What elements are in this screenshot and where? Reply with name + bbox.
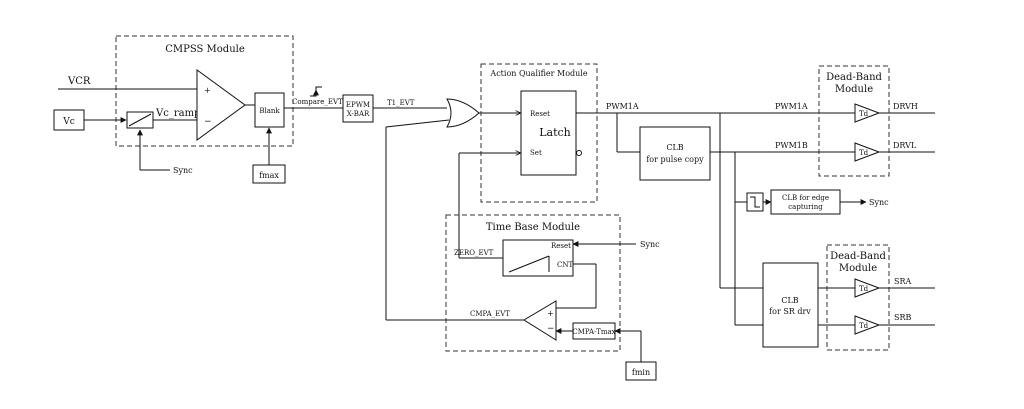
ramp-icon	[128, 113, 152, 127]
dead-band-module-top	[818, 65, 890, 177]
tb-sync-label: Sync	[640, 240, 660, 249]
svg-text:CLB: CLB	[781, 296, 798, 305]
td-buffer-drvl	[854, 142, 881, 162]
action-qualifier-frame	[480, 63, 598, 203]
svg-text:−: −	[547, 324, 555, 334]
vc-ramp-label: Vc_ramp	[155, 108, 200, 119]
or-gate	[446, 98, 480, 128]
td-buffer-srb	[854, 315, 881, 335]
cmpss-module-frame	[115, 35, 294, 147]
latch-block	[520, 90, 577, 176]
svg-text:Dead-Band: Dead-Band	[830, 251, 886, 262]
sawtooth-icon	[508, 255, 550, 273]
vcr-label: VCR	[67, 76, 91, 87]
zero-evt-label: ZERO_EVT	[454, 249, 494, 257]
srb-label: SRB	[894, 313, 912, 322]
svg-text:Reset: Reset	[530, 110, 550, 118]
svg-text:Td: Td	[859, 285, 869, 293]
blank-block	[254, 92, 285, 128]
svg-text:CMPA-Tmax: CMPA-Tmax	[572, 328, 615, 336]
cmpss-sync-label: Sync	[173, 166, 193, 175]
time-base-title: Time Base Module	[486, 222, 580, 233]
latch-label: Latch	[539, 126, 571, 139]
t1-evt-label: T1_EVT	[387, 99, 415, 107]
blank-label: Blank	[259, 107, 280, 115]
drvh-label: DRVH	[893, 102, 918, 111]
svg-text:Td: Td	[859, 322, 869, 330]
clb-edge-capture-block	[770, 189, 841, 215]
sra-label: SRA	[894, 277, 912, 286]
td-buffer-sra	[854, 278, 881, 298]
svg-text:+: +	[547, 309, 554, 318]
pwm1a-label: PWM1A	[775, 102, 808, 111]
svg-text:X-BAR: X-BAR	[347, 110, 370, 118]
cnt-label: CNT	[557, 261, 573, 269]
svg-text:Dead-Band: Dead-Band	[826, 72, 882, 83]
svg-text:Set: Set	[530, 149, 542, 157]
svg-text:CLB for edge: CLB for edge	[782, 194, 829, 202]
svg-text:Td: Td	[859, 110, 869, 118]
time-base-module-frame	[445, 214, 621, 352]
latch-inverted-output	[576, 150, 582, 156]
svg-text:capturing: capturing	[788, 203, 823, 211]
cmpss-comparator	[196, 69, 246, 141]
svg-text:EPWM: EPWM	[346, 101, 370, 109]
fmin-label: fmin	[632, 368, 650, 377]
falling-edge-icon	[750, 196, 760, 208]
svg-text:Module: Module	[839, 263, 877, 274]
action-qualifier-title: Action Qualifier Module	[489, 69, 587, 78]
svg-text:CLB: CLB	[666, 143, 683, 152]
svg-text:+: +	[204, 86, 211, 95]
edge-sync-label: Sync	[869, 198, 889, 207]
svg-text:for pulse copy: for pulse copy	[646, 155, 704, 164]
pwm1a-label-latch: PWM1A	[606, 102, 639, 111]
fmax-label: fmax	[259, 171, 279, 180]
cmpa-comparator	[523, 300, 557, 341]
svg-text:for SR drv: for SR drv	[769, 307, 811, 316]
epwm-xbar-block	[342, 94, 374, 123]
cmpss-module-title: CMPSS Module	[165, 44, 245, 55]
dead-band-module-bottom	[826, 244, 890, 351]
cmpa-evt-label: CMPA_EVT	[470, 310, 510, 318]
drvl-label: DRVL	[893, 141, 917, 150]
td-buffer-drvh	[854, 103, 881, 123]
svg-text:−: −	[204, 117, 212, 127]
compare-evt-label: Compare_EVT	[292, 98, 343, 106]
clb-pulse-copy-block	[639, 126, 711, 181]
vc-label: Vc	[62, 117, 75, 127]
pwm1b-label: PWM1B	[775, 141, 808, 150]
svg-text:Module: Module	[835, 84, 873, 95]
svg-text:Reset: Reset	[551, 242, 571, 250]
clb-sr-drv-block	[762, 262, 819, 348]
svg-text:Td: Td	[859, 149, 869, 157]
